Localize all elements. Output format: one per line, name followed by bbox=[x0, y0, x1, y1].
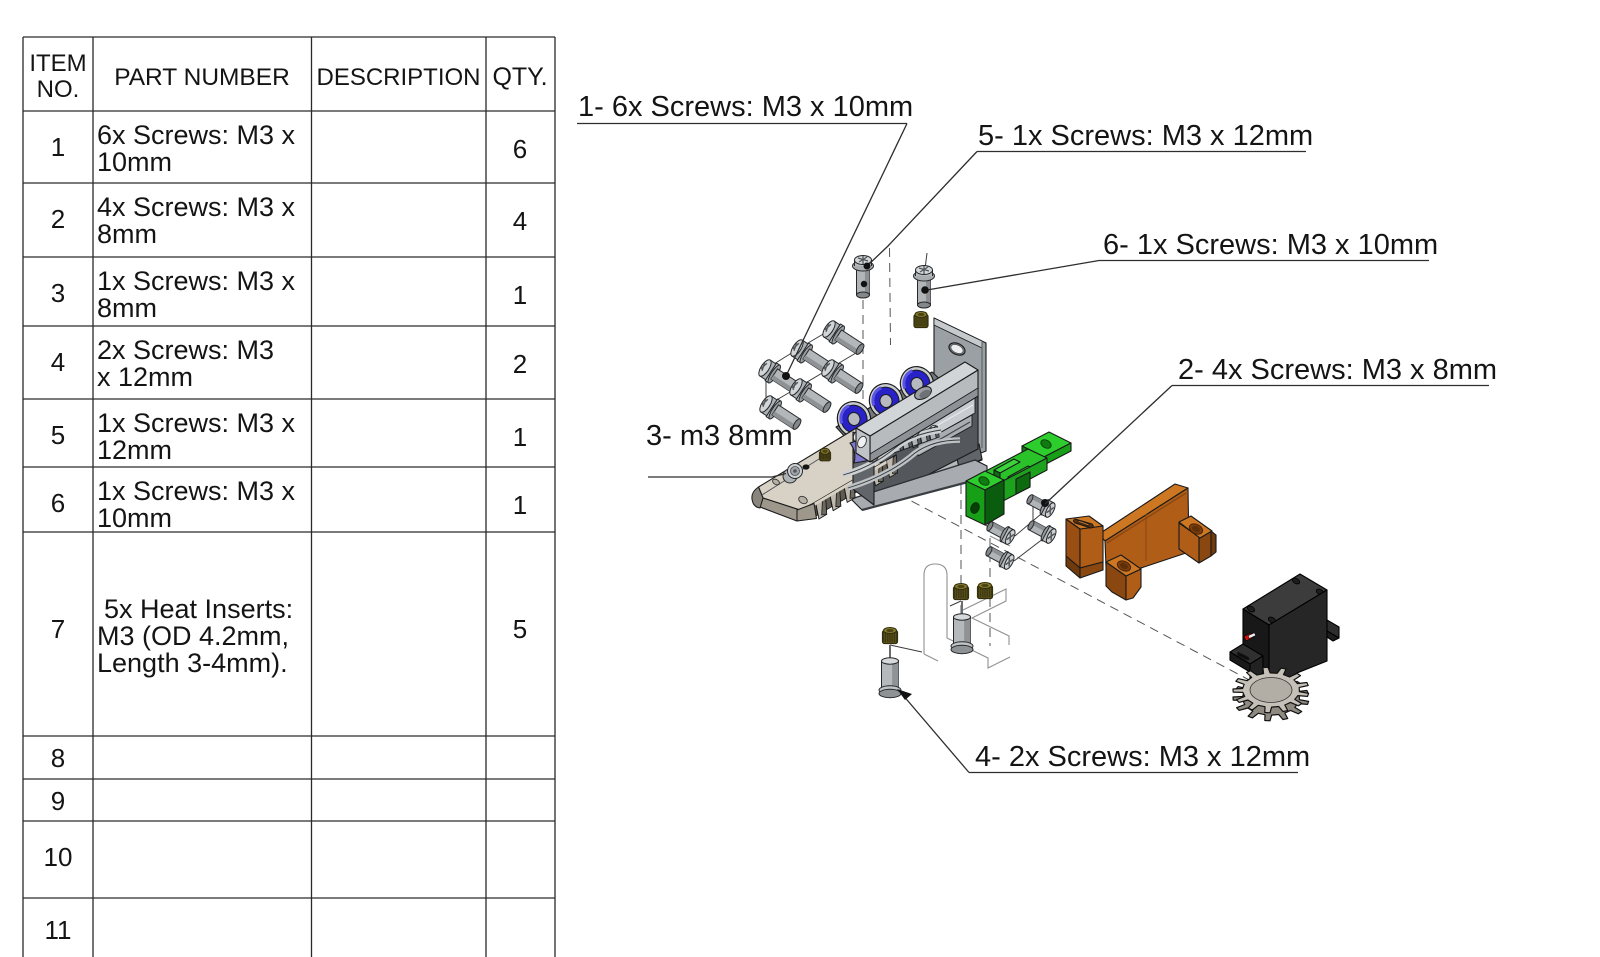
svg-text:5: 5 bbox=[51, 420, 65, 450]
svg-text:7: 7 bbox=[51, 614, 65, 644]
svg-text:8mm: 8mm bbox=[97, 219, 157, 249]
svg-text:x 12mm: x 12mm bbox=[97, 362, 193, 392]
svg-text:QTY.: QTY. bbox=[492, 63, 547, 91]
svg-text:6x Screws: M3 x: 6x Screws: M3 x bbox=[97, 120, 296, 150]
svg-text:1: 1 bbox=[51, 132, 65, 162]
svg-text:2- 4x Screws: M3 x 8mm: 2- 4x Screws: M3 x 8mm bbox=[1178, 354, 1497, 386]
svg-text:6: 6 bbox=[513, 134, 527, 164]
svg-text:1x Screws: M3 x: 1x Screws: M3 x bbox=[97, 266, 296, 296]
svg-text:9: 9 bbox=[51, 786, 65, 816]
svg-text:1x Screws: M3 x: 1x Screws: M3 x bbox=[97, 476, 296, 506]
svg-text:1: 1 bbox=[513, 422, 527, 452]
svg-text:DESCRIPTION: DESCRIPTION bbox=[316, 64, 480, 91]
svg-text:2: 2 bbox=[513, 349, 527, 379]
svg-text:PART NUMBER: PART NUMBER bbox=[114, 64, 290, 91]
svg-text:3: 3 bbox=[51, 278, 65, 308]
svg-text:1x Screws: M3 x: 1x Screws: M3 x bbox=[97, 408, 296, 438]
svg-text:10mm: 10mm bbox=[97, 147, 172, 177]
svg-text:3- m3 8mm: 3- m3 8mm bbox=[646, 420, 793, 452]
svg-text:M3 (OD 4.2mm,: M3 (OD 4.2mm, bbox=[97, 621, 289, 651]
svg-text:1: 1 bbox=[513, 280, 527, 310]
svg-text:11: 11 bbox=[45, 915, 72, 945]
svg-text:8mm: 8mm bbox=[97, 293, 157, 323]
svg-text:10mm: 10mm bbox=[97, 503, 172, 533]
svg-text:4: 4 bbox=[51, 347, 65, 377]
svg-text:12mm: 12mm bbox=[97, 435, 172, 465]
svg-text:4- 2x Screws: M3 x 12mm: 4- 2x Screws: M3 x 12mm bbox=[975, 741, 1310, 773]
svg-text:5x Heat Inserts:: 5x Heat Inserts: bbox=[104, 594, 293, 624]
svg-text:Length 3-4mm).: Length 3-4mm). bbox=[97, 648, 288, 678]
svg-text:10: 10 bbox=[44, 842, 73, 872]
svg-text:5- 1x Screws: M3 x 12mm: 5- 1x Screws: M3 x 12mm bbox=[978, 120, 1313, 152]
svg-text:2x Screws: M3: 2x Screws: M3 bbox=[97, 335, 274, 365]
svg-text:4: 4 bbox=[513, 206, 527, 236]
svg-text:1- 6x Screws: M3 x 10mm: 1- 6x Screws: M3 x 10mm bbox=[578, 91, 913, 123]
svg-text:5: 5 bbox=[513, 614, 527, 644]
svg-text:1: 1 bbox=[513, 490, 527, 520]
svg-text:6: 6 bbox=[51, 488, 65, 518]
svg-text:6- 1x Screws: M3 x 10mm: 6- 1x Screws: M3 x 10mm bbox=[1103, 229, 1438, 261]
svg-text:4x Screws: M3 x: 4x Screws: M3 x bbox=[97, 192, 296, 222]
svg-text:2: 2 bbox=[51, 204, 65, 234]
svg-text:ITEM: ITEM bbox=[29, 50, 86, 77]
svg-text:NO.: NO. bbox=[37, 76, 80, 103]
svg-text:8: 8 bbox=[51, 743, 65, 773]
